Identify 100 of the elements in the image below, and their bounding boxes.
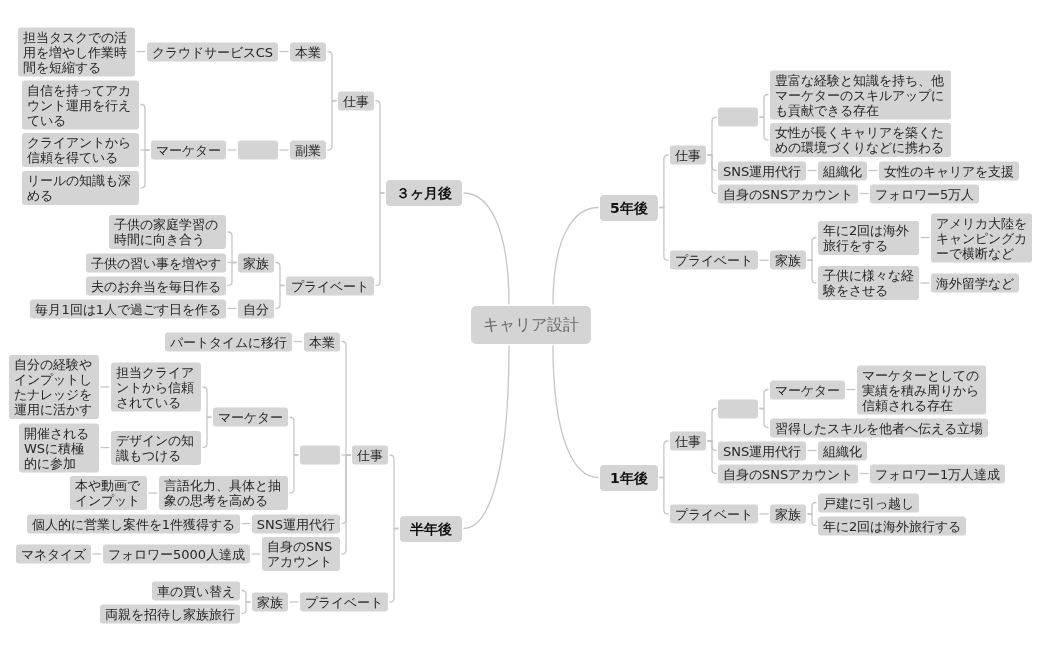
connector-line [867,169,879,172]
topic-box: SNS運用代行 [251,514,340,533]
connector-line [374,192,386,287]
connector-line [758,407,770,429]
topic-box: マーケター [770,380,845,399]
topic-box: 担当クライアントから信頼されている [111,362,201,412]
topic-box: プライベート [286,276,374,295]
curved-connector [462,344,510,530]
blank-topic-box [718,107,758,127]
connector-line [706,154,718,195]
topic-box: 自身のSNSアカウント [718,464,859,483]
topic-box: 自身のSNSアカウント [262,537,340,571]
topic-box: 戸建に引っ越し [818,493,919,512]
topic-box: フォロワー5万人 [870,184,980,203]
topic-box: 女性のキャリアを支援 [879,161,1019,180]
connector-line [288,454,300,494]
topic-box: 家族 [770,504,806,524]
connector-line [226,261,238,287]
topic-box: 海外留学など [931,273,1019,293]
connector-line [139,149,151,189]
topic-box: 組織化 [818,441,867,460]
connector-line [919,236,931,239]
topic-box: 毎月1回は1人で過ごす日を作る [30,299,226,318]
topic-box: プライベート [670,250,758,270]
curved-connector [552,206,600,306]
topic-box: マーケター [213,407,288,427]
topic-box: 自分 [238,299,274,318]
topic-box: 仕事 [352,445,388,465]
blank-topic-box [238,140,278,160]
connector-line [340,454,352,555]
connector-line [326,100,338,151]
topic-box: クライアントから信頼を得ている [22,133,139,167]
connector-line [288,601,300,603]
topic-box: 自身のSNSアカウント [718,184,859,203]
topic-box: マネタイズ [16,544,91,564]
blank-topic-box [300,445,340,465]
topic-box: パートタイムに移行 [165,332,292,351]
connector-line [99,386,111,388]
topic-box: 年に2回は海外旅行をする [818,220,919,255]
topic-box: 夫のお弁当を毎日作る [86,276,226,295]
topic-box: 家族 [238,253,274,272]
topic-box: 女性が長くキャリアを築くための環境づくりなどに携わる [770,123,951,157]
connector-line [845,388,857,391]
connector-line [807,169,818,172]
topic-box: 自信を持ってアカウント運用を行えている [22,80,139,129]
topic-box: マーケターとしての実績を積み周りから信頼される存在 [857,365,986,414]
connector-line [758,259,770,261]
topic-box: 習得したスキルを他者へ伝える立場 [770,418,988,437]
topic-box: マーケター [151,140,226,160]
connector-line [388,527,400,603]
connector-line [226,307,238,310]
connector-line [147,492,159,494]
topic-box: デザインの知識もつける [111,430,201,465]
topic-box: 副業 [290,140,326,160]
topic-box: フォロワー5000人達成 [102,544,250,564]
connector-line [292,340,304,343]
topic-box: 仕事 [670,431,706,451]
topic-box: 子供の家庭学習の時間に向き合う [109,215,226,249]
connector-line [99,446,111,449]
topic-box: 家族 [770,250,806,270]
connector-line [758,116,770,141]
topic-box: 両親を招待し家族旅行 [100,604,240,623]
connector-line [135,50,146,53]
connector-line [859,472,870,475]
topic-box: 子供の習い事を増やす [86,253,226,272]
branch-topic-box: 1年後 [600,464,658,491]
topic-box: 子供に様々な経験をさせる [818,266,919,300]
topic-box: フォロワー1万人達成 [870,464,1006,483]
connector-line [806,259,818,284]
connector-line [278,149,290,151]
branch-topic-box: ３ヶ月後 [386,180,462,206]
branch-topic-box: 半年後 [400,515,462,542]
topic-box: クラウドサービスCS [146,42,278,61]
topic-box: 個人的に営業し案件を1件獲得する [26,514,240,533]
topic-box: SNS運用代行 [718,441,807,460]
connector-line [658,206,670,261]
connector-line [859,192,870,195]
connector-line [706,440,718,475]
topic-box: SNS運用代行 [718,161,807,180]
topic-box: プライベート [670,504,758,524]
connector-line [226,149,238,151]
topic-box: 本や動画でインプット [70,476,147,510]
connector-line [658,476,670,515]
topic-box: 仕事 [338,91,374,111]
topic-box: リールの知識も深める [22,171,139,205]
connector-line [91,553,103,555]
topic-box: プライベート [300,592,388,612]
connector-line [806,513,818,527]
connector-line [278,50,290,53]
connector-line [807,449,818,452]
topic-box: 年に2回は海外旅行する [818,516,967,535]
topic-box: 本業 [304,332,340,351]
connector-line [240,522,251,525]
topic-box: 家族 [252,592,288,612]
topic-box: 仕事 [670,145,706,165]
topic-box: 言語化力、具体と抽象の思考を高める [159,476,288,510]
topic-box: 車の買い替え [152,581,240,600]
connector-line [274,284,286,310]
topic-box: アメリカ大陸をキャンピングカーで横断など [931,213,1032,262]
topic-box: 本業 [290,42,326,61]
